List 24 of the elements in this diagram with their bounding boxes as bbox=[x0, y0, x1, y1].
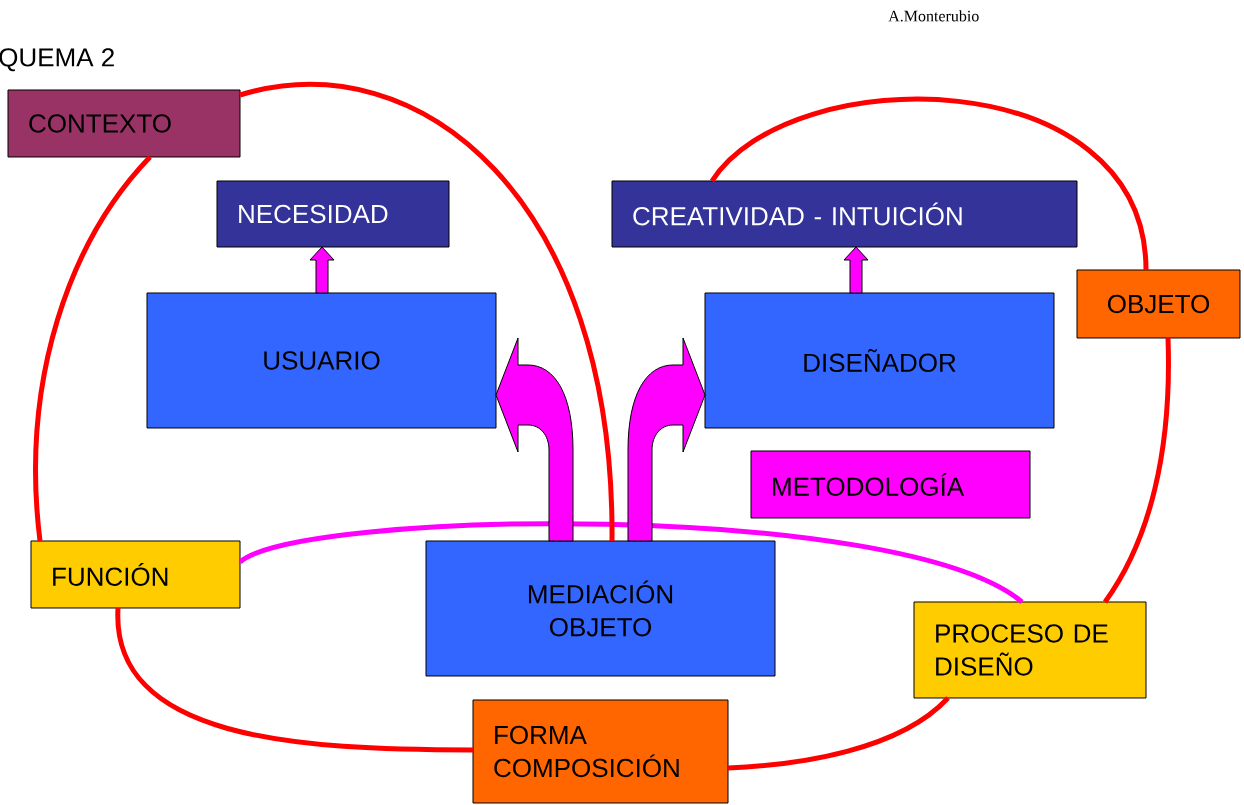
curved-line bbox=[727, 696, 950, 771]
concept-box: METODOLOGÍA bbox=[750, 450, 1031, 519]
concept-box: OBJETO bbox=[1076, 269, 1241, 339]
curved-line bbox=[33, 155, 152, 542]
concept-box: CONTEXTO bbox=[7, 89, 241, 158]
concept-box: MEDIACIÓN OBJETO bbox=[425, 540, 776, 677]
concept-box: PROCESO DE DISEÑO bbox=[913, 601, 1147, 699]
curved-line bbox=[239, 82, 615, 542]
block-arrow bbox=[843, 246, 869, 294]
block-arrow bbox=[309, 246, 335, 294]
concept-box: NECESIDAD bbox=[216, 180, 450, 248]
concept-box: CREATIVIDAD - INTUICIÓN bbox=[611, 180, 1078, 248]
curved-line bbox=[710, 96, 1149, 271]
curved-line bbox=[115, 607, 474, 753]
title: QUEMA 2 bbox=[0, 48, 114, 72]
concept-box: FORMA COMPOSICIÓN bbox=[472, 699, 729, 804]
author-name: A.Monterubio bbox=[888, 10, 979, 22]
block-arrow bbox=[627, 337, 706, 542]
block-arrow bbox=[495, 337, 574, 542]
concept-box: DISEÑADOR bbox=[704, 292, 1055, 429]
curved-line bbox=[238, 521, 1024, 605]
curved-line bbox=[1102, 337, 1171, 604]
concept-box: USUARIO bbox=[146, 292, 497, 429]
concept-box: FUNCIÓN bbox=[30, 540, 241, 609]
